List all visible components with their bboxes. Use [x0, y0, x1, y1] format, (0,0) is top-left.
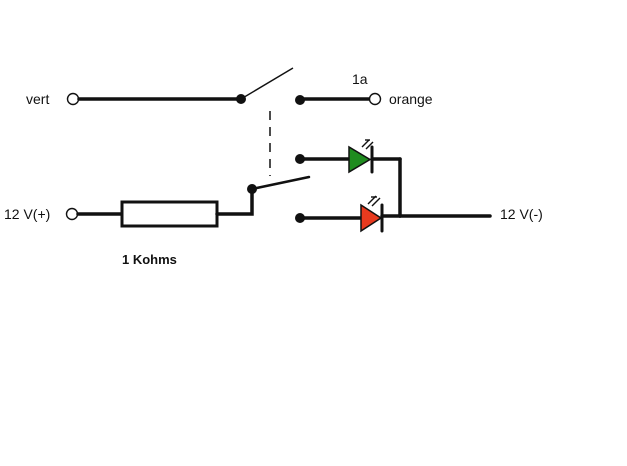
led-green-icon: [348, 145, 372, 174]
switch-blade-bottom: [250, 175, 311, 191]
led-green-ray-1: [361, 139, 370, 148]
label-resistor: 1 Kohms: [122, 252, 177, 267]
label-supply-minus: 12 V(-): [500, 206, 543, 222]
led-red-ray-2: [371, 197, 381, 207]
led-green-ray-2: [365, 141, 374, 150]
label-supply-plus: 12 V(+): [4, 206, 50, 222]
label-1a: 1a: [352, 71, 368, 87]
terminal-supply-plus: [65, 207, 79, 221]
terminal-vert: [66, 92, 80, 106]
terminal-orange: [368, 92, 382, 106]
label-orange: orange: [389, 91, 433, 107]
resistor: [120, 200, 219, 228]
switch-blade-top: [240, 67, 294, 100]
led-red-icon: [360, 203, 383, 233]
label-vert: vert: [26, 91, 49, 107]
wire-resistor-to-switch: [215, 188, 254, 216]
